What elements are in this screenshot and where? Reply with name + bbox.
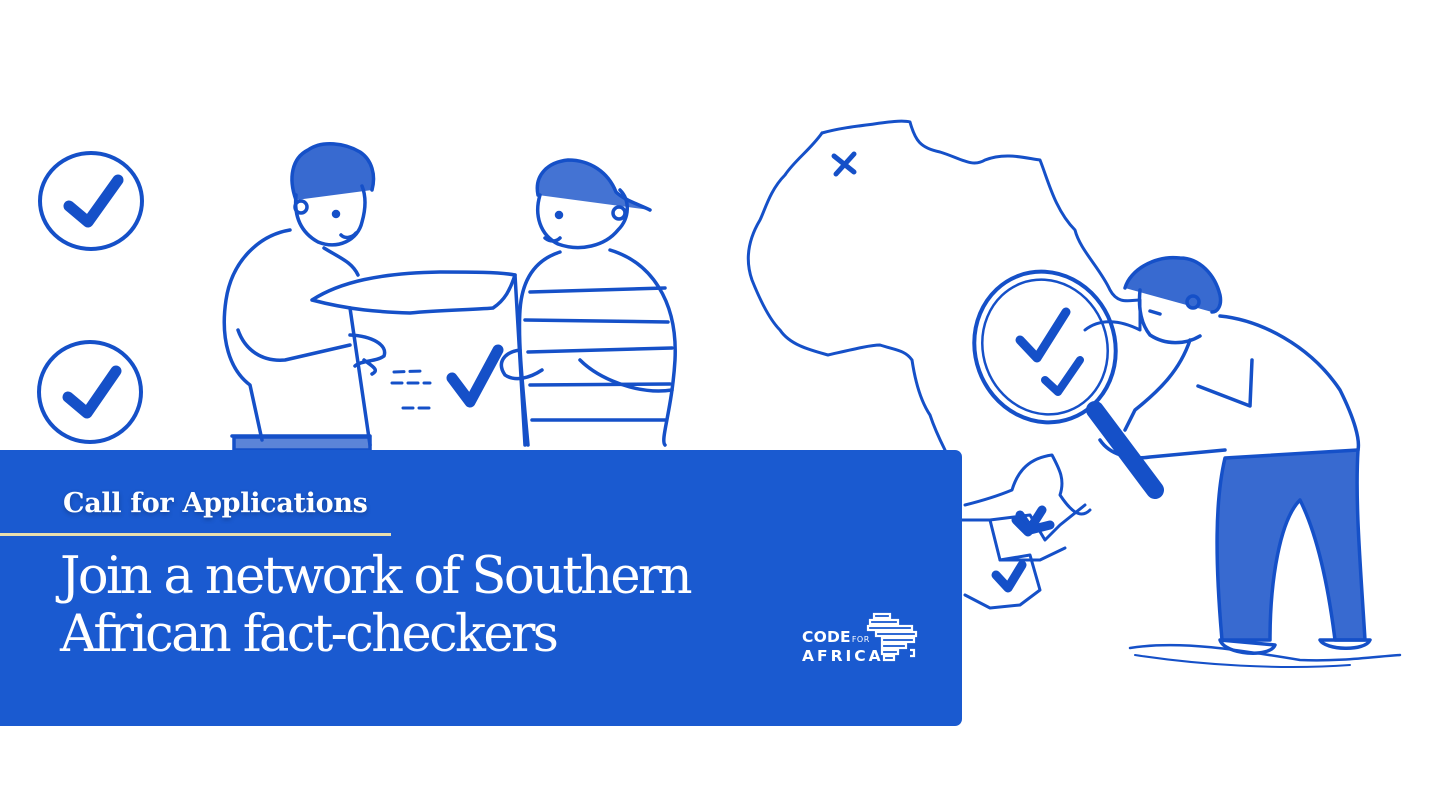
x-mark-icon bbox=[831, 151, 857, 177]
logo-word-africa: AFRICA bbox=[802, 647, 884, 665]
headline-line-2: African fact-checkers bbox=[60, 605, 559, 664]
magnifying-glass-icon bbox=[972, 269, 1164, 499]
person-left-figure bbox=[222, 142, 387, 452]
code-for-africa-logo: CODEFOR AFRICA bbox=[802, 612, 920, 666]
page-title: Join a network of Southern African fact-… bbox=[60, 547, 693, 664]
logo-word-for: FOR bbox=[851, 635, 870, 644]
headline-banner bbox=[0, 450, 962, 726]
person-inspecting-figure bbox=[1098, 255, 1402, 668]
person-right-figure bbox=[499, 158, 677, 447]
kicker-underline-divider bbox=[0, 533, 391, 536]
call-for-applications-label: Call for Applications bbox=[63, 488, 368, 519]
africa-stripes-logo-icon bbox=[866, 612, 918, 662]
document-illustration bbox=[310, 270, 527, 447]
africa-map-illustration bbox=[746, 119, 1142, 610]
logo-word-code: CODE bbox=[802, 628, 851, 646]
headline-line-1: Join a network of Southern bbox=[60, 547, 693, 606]
check-circle-icon bbox=[37, 340, 143, 444]
logo-wordmark: CODEFOR AFRICA bbox=[802, 628, 884, 665]
check-circle-icon bbox=[38, 151, 144, 251]
